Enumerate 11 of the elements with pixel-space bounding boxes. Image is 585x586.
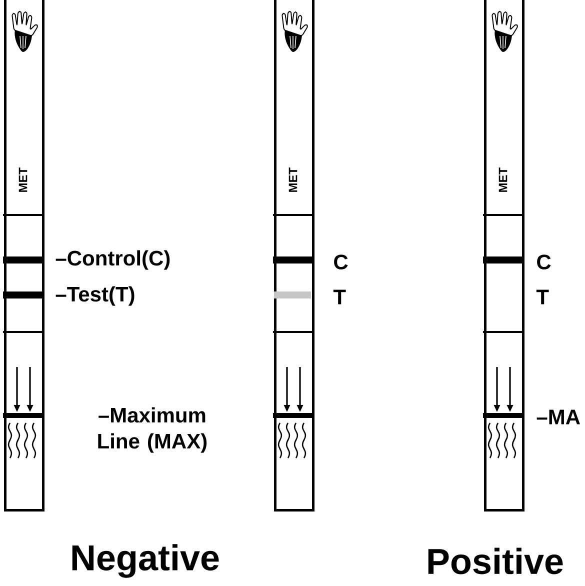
heading: Positive bbox=[428, 548, 563, 574]
heading: Negative bbox=[72, 544, 219, 578]
strip-label: C bbox=[334, 254, 348, 270]
node-label: MET bbox=[18, 167, 28, 192]
test-strip bbox=[274, 0, 314, 512]
test-strip bbox=[484, 0, 524, 512]
node-label: MET bbox=[288, 167, 298, 192]
strip-label: T bbox=[333, 290, 346, 304]
node-label: MET bbox=[498, 167, 508, 192]
strip-label: –Maximum Line (MAX) bbox=[98, 407, 207, 453]
test-strip bbox=[4, 0, 44, 512]
